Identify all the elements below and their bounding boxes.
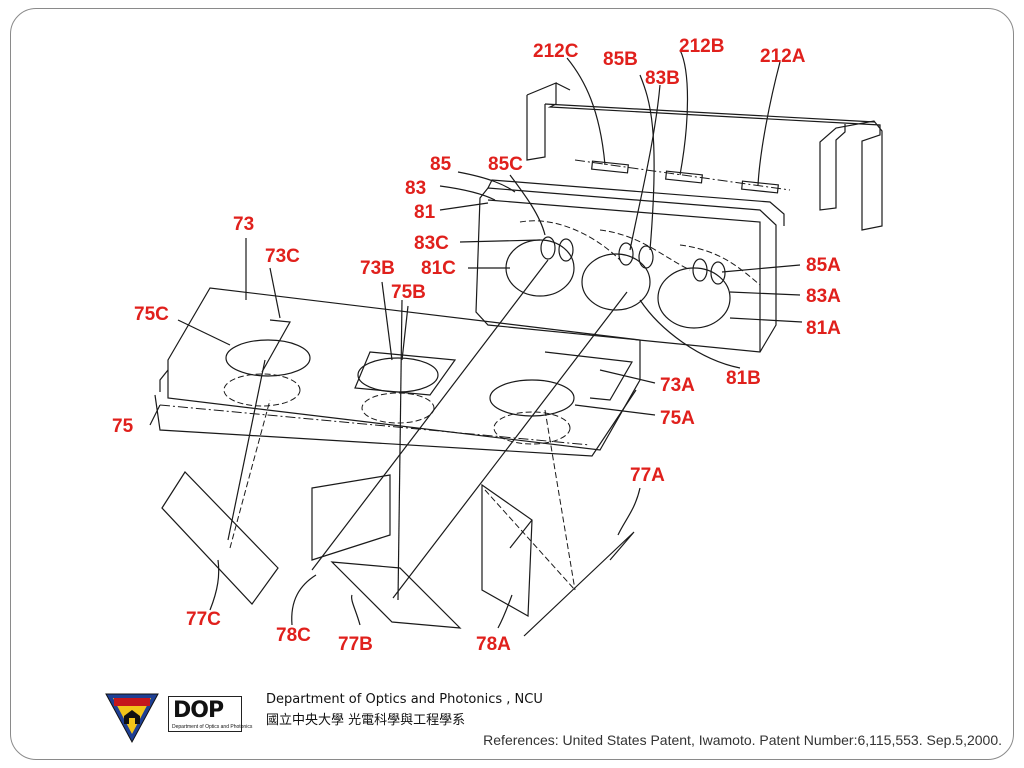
label-85: 85 <box>430 154 452 175</box>
label-73C: 73C <box>265 246 300 267</box>
label-75C: 75C <box>134 304 169 325</box>
label-77C: 77C <box>186 609 221 630</box>
label-77A: 77A <box>630 465 665 486</box>
label-83A: 83A <box>806 286 841 307</box>
label-75: 75 <box>112 416 134 437</box>
slide-footer: DOP Department of Optics and Photonics D… <box>104 692 1014 752</box>
label-81C: 81C <box>421 258 456 279</box>
dop-logo-icon: DOP Department of Optics and Photonics <box>168 696 252 732</box>
label-75A: 75A <box>660 408 695 429</box>
label-212B: 212B <box>679 36 724 57</box>
plate-75-assembly <box>154 287 641 457</box>
label-75B: 75B <box>391 282 426 303</box>
label-83B: 83B <box>645 68 680 89</box>
label-81B: 81B <box>726 368 761 389</box>
label-81: 81 <box>414 202 436 223</box>
ncu-emblem-icon <box>105 693 159 744</box>
label-73B: 73B <box>360 258 395 279</box>
slide-frame <box>10 8 1014 760</box>
label-78C: 78C <box>276 625 311 646</box>
prisms-77-78 <box>161 259 635 637</box>
label-73A: 73A <box>660 375 695 396</box>
label-85A: 85A <box>806 255 841 276</box>
dop-logo-text: DOP <box>173 698 224 723</box>
dop-logo-subtext: Department of Optics and Photonics <box>172 724 253 730</box>
label-85B: 85B <box>603 49 638 70</box>
department-name-en: Department of Optics and Photonics , NCU <box>266 692 543 707</box>
label-212A: 212A <box>760 46 806 67</box>
label-85C: 85C <box>488 154 523 175</box>
part-labels: 212C 85B 212B 83B 212A 85 85C 83 81 73 8… <box>112 36 841 655</box>
leader-lines <box>149 49 803 629</box>
label-81A: 81A <box>806 318 841 339</box>
label-83C: 83C <box>414 233 449 254</box>
bracket-212 <box>526 82 883 231</box>
plate-81-assembly <box>475 179 785 353</box>
references-text: References: United States Patent, Iwamot… <box>483 732 1002 748</box>
label-78A: 78A <box>476 634 511 655</box>
department-name-zh: 國立中央大學 光電科學與工程學系 <box>266 713 466 728</box>
label-83: 83 <box>405 178 426 199</box>
label-73: 73 <box>233 214 254 235</box>
label-212C: 212C <box>533 41 579 62</box>
label-77B: 77B <box>338 634 373 655</box>
